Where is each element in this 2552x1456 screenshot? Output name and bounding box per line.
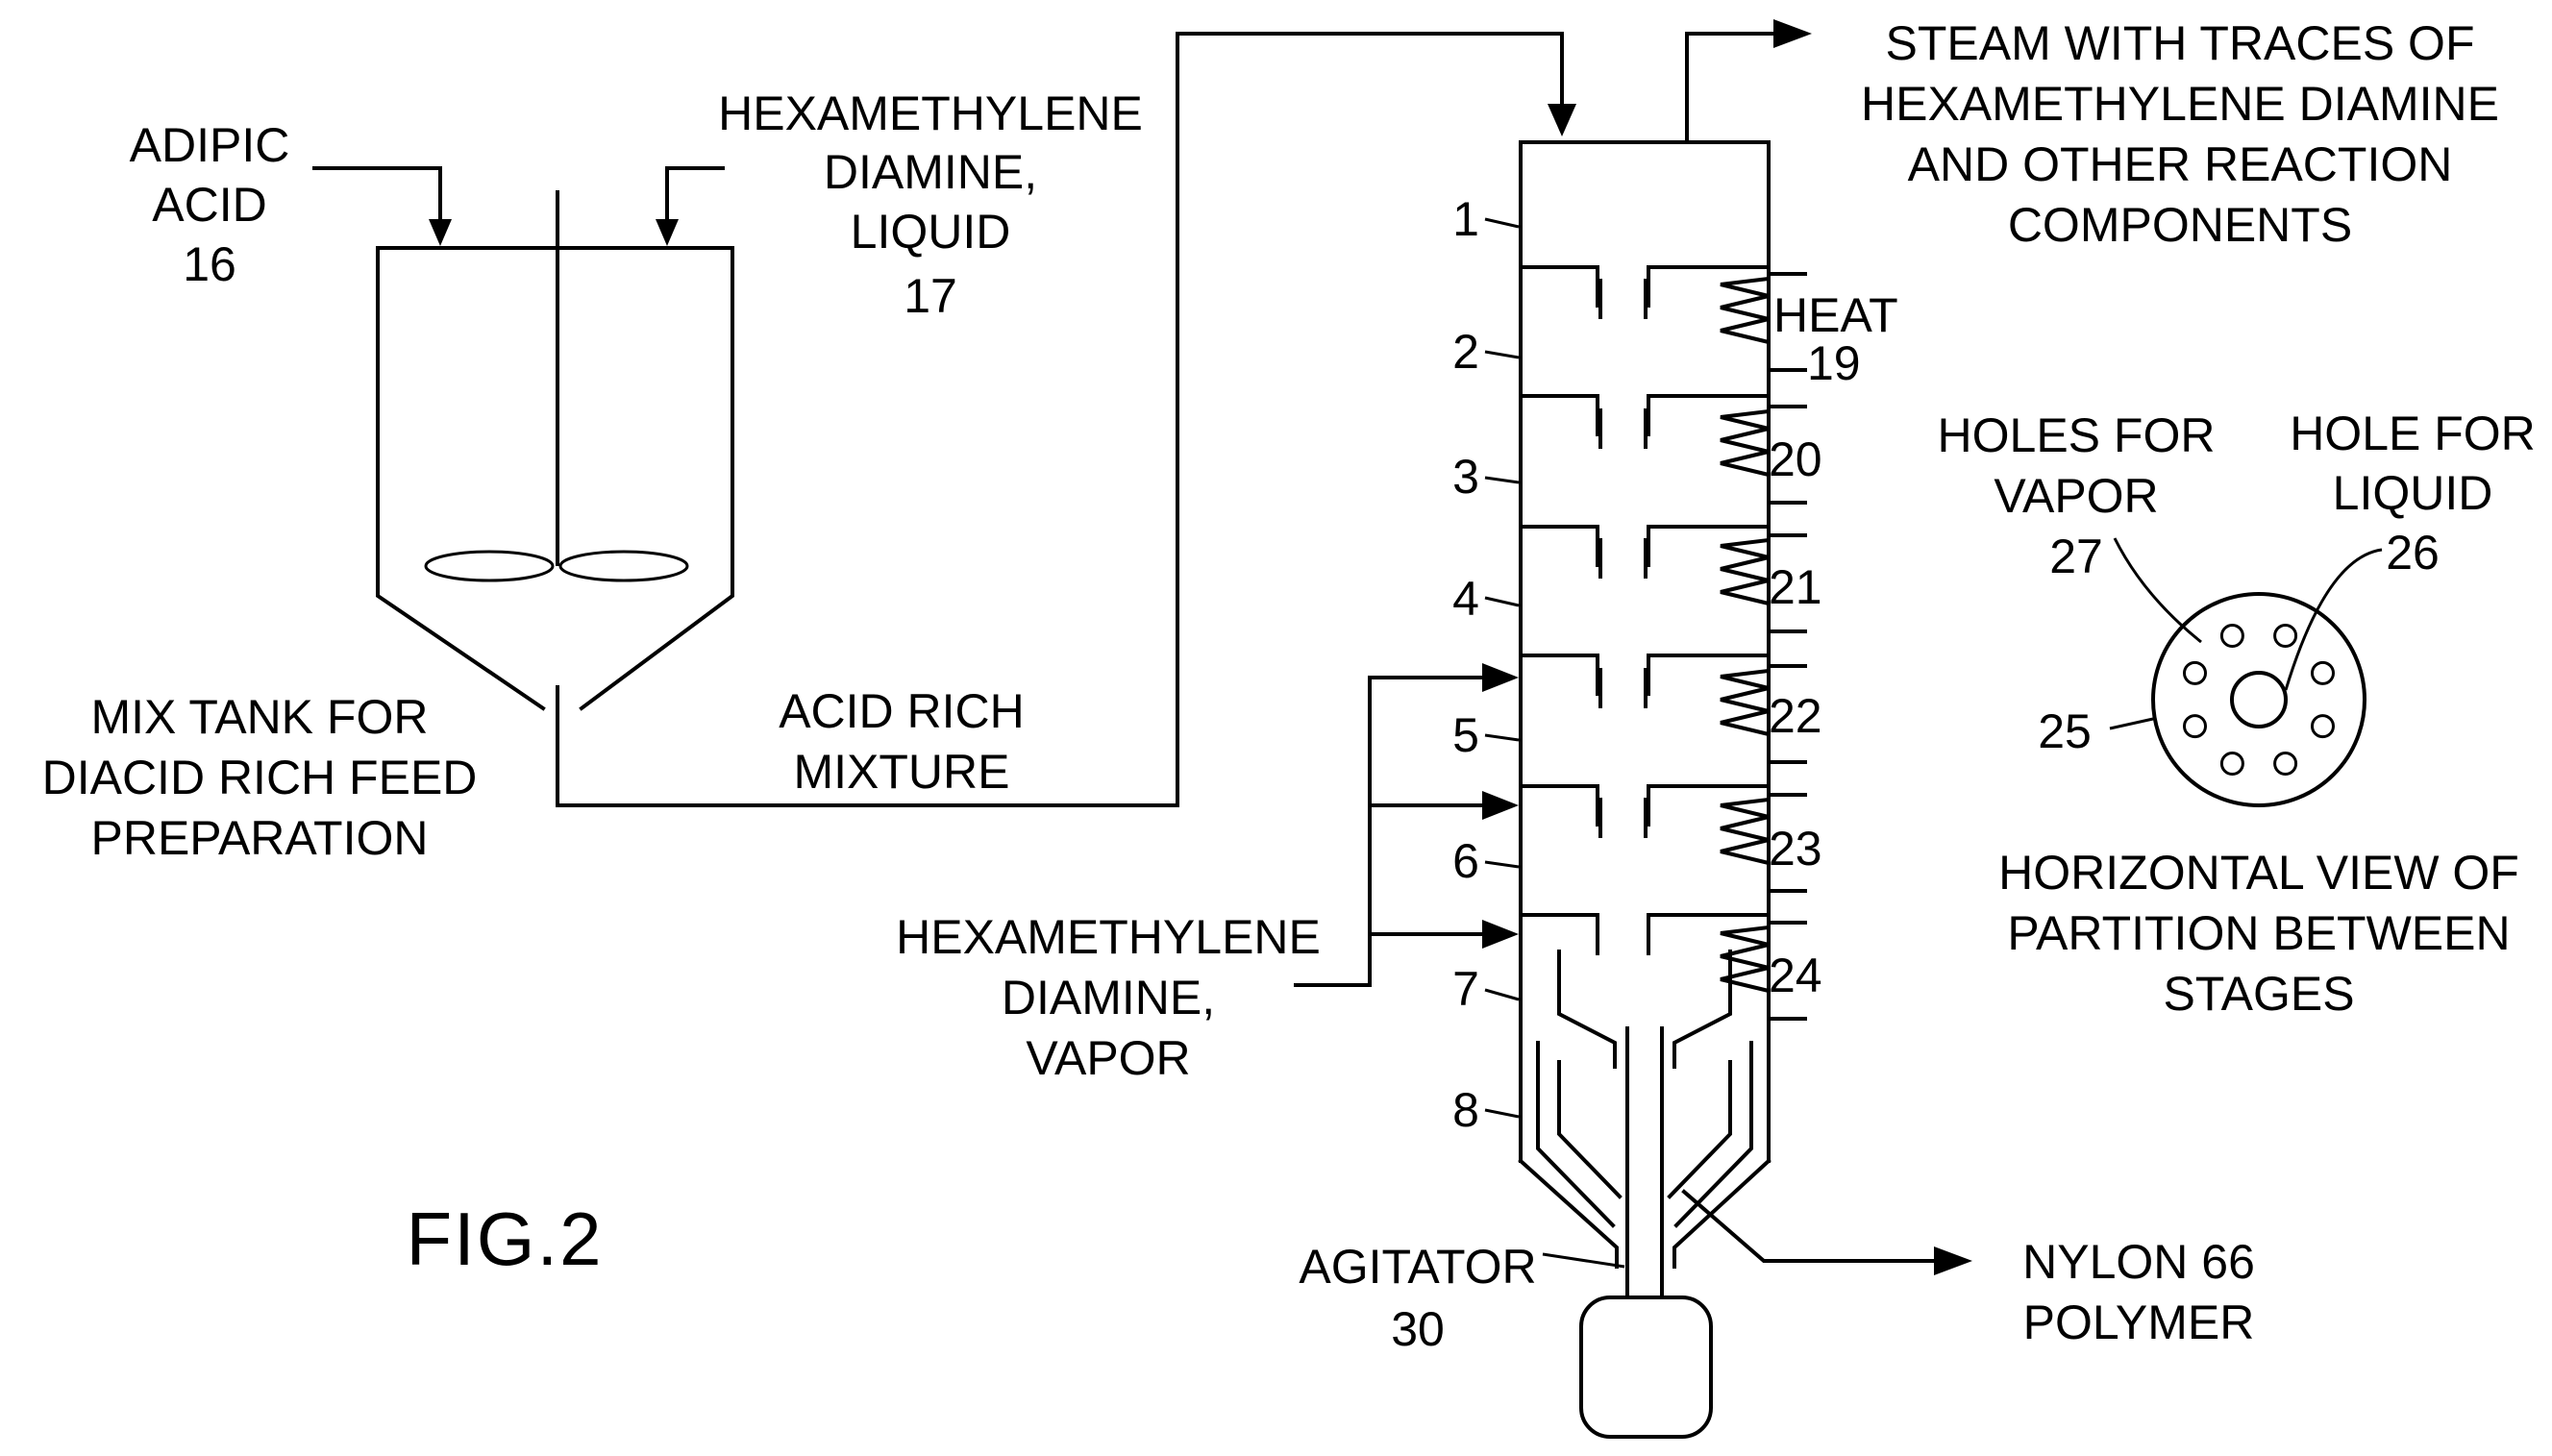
- svg-text:AGITATOR: AGITATOR: [1299, 1240, 1536, 1294]
- svg-text:1: 1: [1452, 192, 1479, 246]
- agitator-label: AGITATOR 30: [1299, 1240, 1536, 1356]
- svg-text:27: 27: [2049, 530, 2103, 583]
- svg-text:LIQUID: LIQUID: [851, 205, 1011, 259]
- overhead-label: STEAM WITH TRACES OF HEXAMETHYLENE DIAMI…: [1861, 16, 2499, 252]
- svg-text:MIXTURE: MIXTURE: [794, 745, 1010, 799]
- svg-text:ACID RICH: ACID RICH: [779, 684, 1025, 738]
- svg-text:20: 20: [1769, 432, 1822, 486]
- svg-text:17: 17: [904, 269, 957, 323]
- mix-tank-agitator: [424, 190, 689, 582]
- svg-text:HEXAMETHYLENE DIAMINE: HEXAMETHYLENE DIAMINE: [1861, 77, 2499, 131]
- vapor-holes-label: HOLES FOR VAPOR 27: [1938, 408, 2216, 583]
- agitator-leader: [1542, 1252, 1625, 1269]
- heater-coil-6: [1720, 901, 1771, 1004]
- svg-text:MIX TANK FOR: MIX TANK FOR: [91, 690, 429, 744]
- vapor-hole: [2273, 624, 2298, 648]
- svg-text:HEAT: HEAT: [1773, 288, 1898, 342]
- figure-label: FIG.2: [406, 1197, 603, 1281]
- svg-text:26: 26: [2386, 526, 2440, 580]
- vapor-hole: [2273, 752, 2298, 776]
- svg-text:PREPARATION: PREPARATION: [91, 811, 429, 865]
- mix-tank: [376, 246, 734, 711]
- partition-number: 25: [2038, 704, 2092, 758]
- svg-text:HORIZONTAL VIEW OF: HORIZONTAL VIEW OF: [1998, 846, 2519, 900]
- heater-coil-2: [1720, 385, 1771, 488]
- svg-text:DIAMINE,: DIAMINE,: [1002, 971, 1215, 1024]
- svg-text:VAPOR: VAPOR: [1026, 1031, 1190, 1085]
- svg-text:3: 3: [1452, 450, 1479, 504]
- svg-text:HEXAMETHYLENE: HEXAMETHYLENE: [718, 86, 1143, 140]
- vapor-hole: [2183, 660, 2207, 685]
- svg-text:8: 8: [1452, 1083, 1479, 1137]
- svg-text:ADIPIC: ADIPIC: [130, 118, 290, 172]
- hmda-vapor-label: HEXAMETHYLENE DIAMINE, VAPOR: [896, 910, 1321, 1085]
- liquid-hole: [2230, 671, 2288, 728]
- hmda-liquid-label: HEXAMETHYLENE DIAMINE, LIQUID 17: [718, 86, 1143, 323]
- svg-text:NYLON 66: NYLON 66: [2022, 1235, 2255, 1289]
- vapor-hole: [2311, 714, 2335, 739]
- stage-leaders: [1484, 217, 1520, 1119]
- svg-text:DIACID RICH FEED: DIACID RICH FEED: [42, 751, 478, 804]
- product-label: NYLON 66 POLYMER: [2022, 1235, 2255, 1349]
- heater-coil-1: [1720, 253, 1771, 356]
- vapor-holes: [2183, 624, 2335, 776]
- svg-text:4: 4: [1452, 572, 1479, 626]
- partition-caption: HORIZONTAL VIEW OF PARTITION BETWEEN STA…: [1998, 846, 2519, 1021]
- vapor-hole: [2219, 624, 2244, 648]
- overhead-outlet-arrow: [1685, 19, 1812, 144]
- svg-text:ACID: ACID: [152, 178, 266, 232]
- svg-text:21: 21: [1769, 560, 1822, 614]
- adipic-acid-feed-arrow: [312, 166, 452, 246]
- adipic-acid-label: ADIPIC ACID 16: [130, 118, 290, 291]
- heater-coil-5: [1720, 774, 1771, 876]
- vapor-hole: [2219, 752, 2244, 776]
- svg-text:16: 16: [183, 237, 236, 291]
- product-outlet-arrow: [1681, 1189, 1972, 1275]
- svg-text:19: 19: [1807, 336, 1861, 390]
- acid-rich-transfer-line: [556, 32, 1576, 807]
- svg-text:23: 23: [1769, 822, 1822, 876]
- svg-text:HEXAMETHYLENE: HEXAMETHYLENE: [896, 910, 1321, 964]
- partition-leaders: [2109, 537, 2383, 730]
- svg-text:6: 6: [1452, 834, 1479, 888]
- hmda-liquid-feed-arrow: [656, 166, 725, 246]
- vapor-hole: [2183, 714, 2207, 739]
- svg-text:7: 7: [1452, 962, 1479, 1016]
- svg-text:24: 24: [1769, 949, 1822, 1002]
- svg-text:AND OTHER REACTION: AND OTHER REACTION: [1908, 137, 2453, 191]
- vapor-hole: [2311, 660, 2335, 685]
- mix-tank-caption: MIX TANK FOR DIACID RICH FEED PREPARATIO…: [42, 690, 478, 865]
- svg-text:LIQUID: LIQUID: [2333, 466, 2493, 520]
- partition-plate: [2151, 592, 2366, 807]
- svg-text:22: 22: [1769, 689, 1822, 743]
- svg-text:HOLE FOR: HOLE FOR: [2290, 407, 2536, 460]
- heater-coil-3: [1720, 514, 1771, 617]
- stage-partitions: [1519, 265, 1771, 1228]
- acid-rich-label: ACID RICH MIXTURE: [779, 684, 1025, 799]
- svg-text:STAGES: STAGES: [2163, 967, 2354, 1021]
- svg-text:DIAMINE,: DIAMINE,: [824, 145, 1037, 199]
- svg-text:30: 30: [1391, 1302, 1445, 1356]
- liquid-hole-label: HOLE FOR LIQUID 26: [2290, 407, 2536, 580]
- heater-labels: HEAT 19 20 21 22 23 24: [1769, 288, 1898, 1002]
- svg-text:VAPOR: VAPOR: [1994, 469, 2158, 523]
- svg-text:5: 5: [1452, 708, 1479, 762]
- stage-numbers: 1 2 3 4 5 6 7 8: [1452, 192, 1479, 1137]
- svg-text:PARTITION BETWEEN: PARTITION BETWEEN: [2007, 906, 2510, 960]
- hmda-vapor-feed-arrows: [1294, 663, 1519, 987]
- heating-coils: [1720, 253, 1807, 1021]
- svg-text:POLYMER: POLYMER: [2023, 1296, 2255, 1349]
- svg-text:COMPONENTS: COMPONENTS: [2008, 198, 2352, 252]
- heater-coil-4: [1720, 645, 1771, 748]
- svg-text:HOLES FOR: HOLES FOR: [1938, 408, 2216, 462]
- reaction-column: [1518, 140, 1772, 1439]
- svg-text:STEAM WITH TRACES OF: STEAM WITH TRACES OF: [1886, 16, 2475, 70]
- svg-text:2: 2: [1452, 325, 1479, 379]
